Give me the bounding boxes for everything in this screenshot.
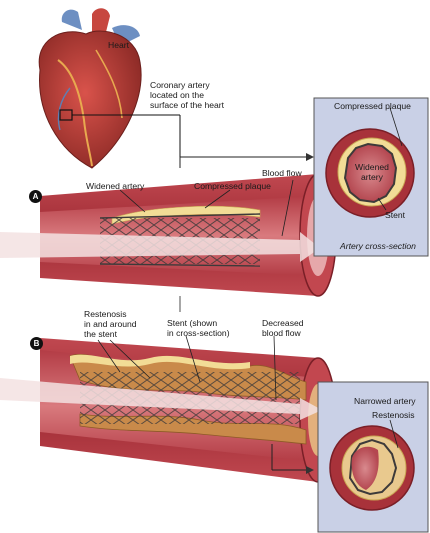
aorta-vessel xyxy=(62,10,82,30)
label-widened-artery: Widened artery xyxy=(86,181,144,191)
heart-body xyxy=(39,31,141,168)
label-restenosis-around: Restenosis in and around the stent xyxy=(84,309,137,339)
label-heart: Heart xyxy=(108,40,129,50)
label-inset-restenosis: Restenosis xyxy=(372,410,415,420)
label-stent-cross-section: Stent (shown in cross-section) xyxy=(167,318,230,338)
badge-b: B xyxy=(30,337,43,350)
label-inset-widened-artery: Widened artery xyxy=(355,162,389,182)
badge-a: A xyxy=(29,190,42,203)
artery-a xyxy=(0,174,336,312)
artery-b xyxy=(0,336,336,482)
label-blood-flow: Blood flow xyxy=(262,168,302,178)
label-narrowed-artery: Narrowed artery xyxy=(354,396,416,406)
label-coronary-artery: Coronary artery located on the surface o… xyxy=(150,80,224,110)
label-compressed-plaque: Compressed plaque xyxy=(194,181,271,191)
label-inset-compressed-plaque: Compressed plaque xyxy=(334,101,411,111)
label-decreased-blood-flow: Decreased blood flow xyxy=(262,318,304,338)
label-artery-cross-section: Artery cross-section xyxy=(340,241,416,251)
label-inset-stent: Stent xyxy=(385,210,405,220)
